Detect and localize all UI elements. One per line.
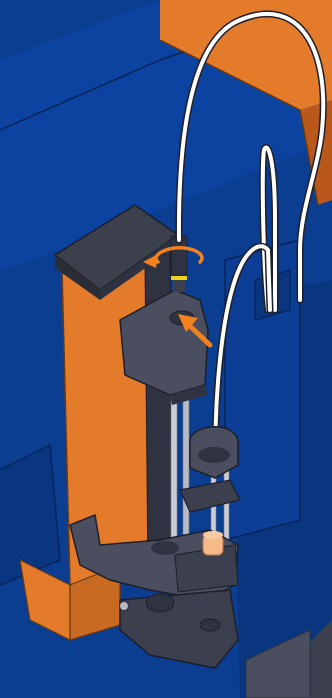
orange-column-side [145,240,172,560]
chassis-lower-rail [0,445,60,585]
yellow-ring [171,276,187,280]
thumb-screw [120,602,129,611]
